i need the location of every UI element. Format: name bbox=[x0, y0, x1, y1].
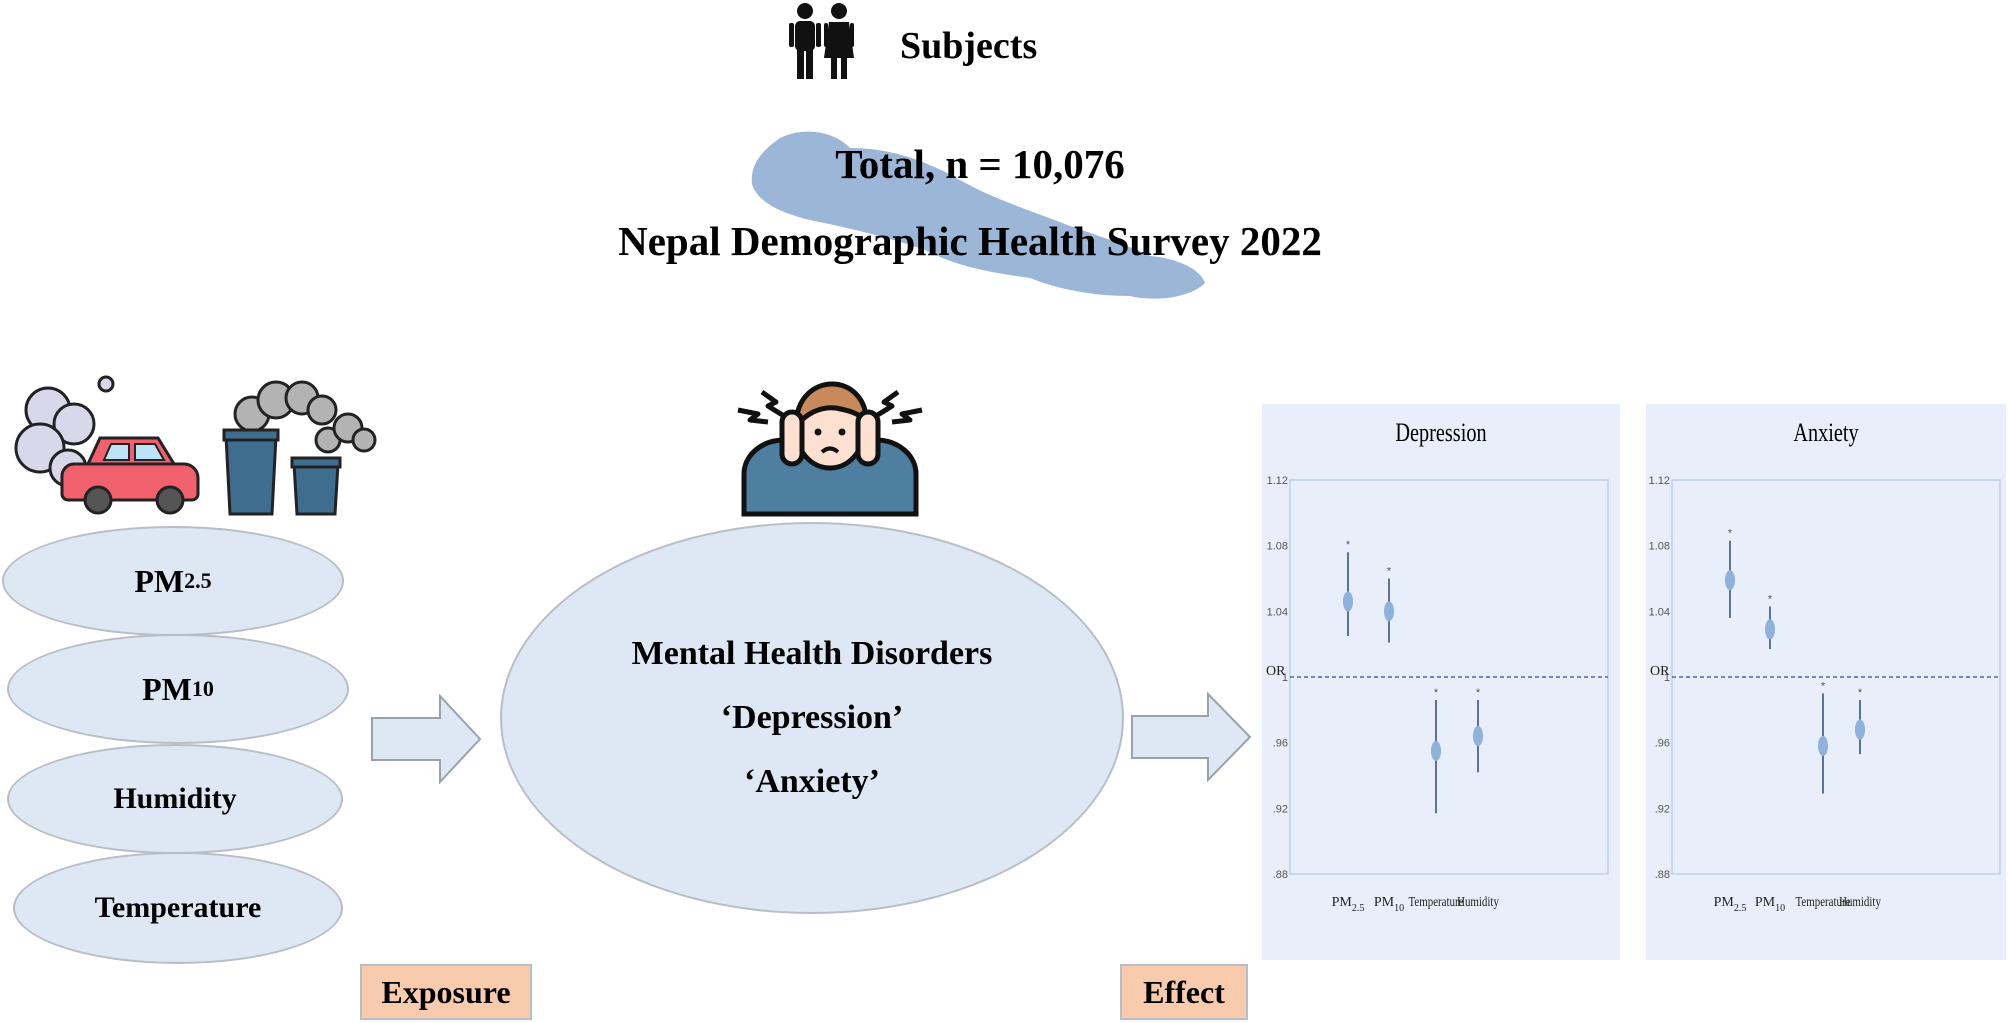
exposure-humidity-label: Humidity bbox=[113, 782, 237, 815]
anxiety-point bbox=[1818, 735, 1828, 756]
depression-ytick-label: 1 bbox=[1282, 672, 1288, 684]
anxiety-point bbox=[1765, 619, 1775, 640]
depression-ytick-label: 1.12 bbox=[1267, 475, 1288, 487]
exposure-temperature: Temperature bbox=[13, 852, 343, 964]
depression-ytick-label: .92 bbox=[1273, 803, 1288, 815]
depression-plot-frame bbox=[1289, 479, 1609, 875]
depression-xtick-label: PM10 bbox=[1374, 895, 1404, 914]
depression-sig-marker: * bbox=[1476, 687, 1481, 699]
subjects-label: Subjects bbox=[900, 25, 1038, 67]
anxiety-ytick-label: 1.12 bbox=[1649, 475, 1670, 487]
depression-chart-title: Depression bbox=[1395, 418, 1487, 447]
depression-point bbox=[1473, 726, 1483, 747]
anxiety-xtick-label: Temperature bbox=[1796, 894, 1851, 910]
effect-label: Effect bbox=[1120, 964, 1248, 1020]
depression-sig-marker: * bbox=[1387, 566, 1392, 578]
anxiety-sig-marker: * bbox=[1858, 687, 1863, 699]
anxiety-sig-marker: * bbox=[1728, 528, 1733, 540]
anxiety-ytick-label: .92 bbox=[1655, 803, 1670, 815]
depression-sig-marker: * bbox=[1346, 539, 1351, 551]
exposure-temperature-label: Temperature bbox=[94, 891, 262, 924]
depression-point bbox=[1343, 591, 1353, 612]
outcome-ellipse: Mental Health Disorders ‘Depression’ ‘An… bbox=[500, 522, 1124, 914]
depression-ytick-label: 1.04 bbox=[1267, 606, 1288, 618]
anxiety-chart-title: Anxiety bbox=[1793, 418, 1859, 447]
survey-label: Nepal Demographic Health Survey 2022 bbox=[618, 218, 1322, 264]
depression-xtick-label: Humidity bbox=[1457, 894, 1499, 910]
right-arrow-icon bbox=[1131, 691, 1252, 783]
exposure-pm10-subscript: 10 bbox=[191, 676, 214, 701]
exposure-pm25-subscript: 2.5 bbox=[184, 568, 212, 593]
outcome-line1: Mental Health Disorders bbox=[631, 635, 993, 672]
outcome-line2: ‘Depression’ bbox=[720, 699, 904, 736]
anxiety-xtick-label: PM2.5 bbox=[1714, 895, 1747, 914]
depression-ytick-label: 1.08 bbox=[1267, 541, 1288, 553]
depression-xtick-label: Temperature bbox=[1409, 894, 1464, 910]
exposure-pm10-label: PM bbox=[142, 670, 192, 707]
anxiety-ytick-label: 1 bbox=[1664, 672, 1670, 684]
factory-smoke-icon bbox=[222, 380, 377, 516]
anxiety-xtick-label: PM10 bbox=[1755, 895, 1785, 914]
stressed-person-icon bbox=[737, 381, 923, 517]
exposure-label: Exposure bbox=[360, 964, 532, 1020]
anxiety-ytick-label: .88 bbox=[1655, 869, 1670, 881]
depression-ylabel: OR bbox=[1266, 664, 1286, 679]
depression-point bbox=[1384, 601, 1394, 622]
anxiety-ytick-label: 1.08 bbox=[1649, 541, 1670, 553]
depression-ytick-label: .96 bbox=[1273, 738, 1288, 750]
outcome-line3: ‘Anxiety’ bbox=[744, 763, 880, 800]
anxiety-xtick-label: Humidity bbox=[1839, 894, 1881, 910]
depression-xtick-label: PM2.5 bbox=[1332, 895, 1365, 914]
depression-ytick-label: .88 bbox=[1273, 869, 1288, 881]
exposure-humidity: Humidity bbox=[7, 744, 343, 854]
anxiety-ylabel: OR bbox=[1650, 664, 1670, 679]
car-exhaust-icon bbox=[14, 375, 200, 515]
anxiety-sig-marker: * bbox=[1821, 680, 1826, 692]
people-icon bbox=[789, 3, 854, 79]
total-label: Total, n = 10,076 bbox=[835, 141, 1125, 187]
anxiety-ytick-label: 1.04 bbox=[1649, 606, 1670, 618]
anxiety-ytick-label: .96 bbox=[1655, 738, 1670, 750]
anxiety-point bbox=[1725, 570, 1735, 591]
nepal-map-icon bbox=[751, 131, 1205, 299]
right-arrow-icon bbox=[371, 693, 482, 785]
anxiety-point bbox=[1855, 719, 1865, 740]
exposure-pm25-label: PM bbox=[134, 562, 185, 599]
depression-sig-marker: * bbox=[1434, 687, 1439, 699]
anxiety-sig-marker: * bbox=[1768, 593, 1773, 605]
depression-point bbox=[1431, 740, 1441, 761]
